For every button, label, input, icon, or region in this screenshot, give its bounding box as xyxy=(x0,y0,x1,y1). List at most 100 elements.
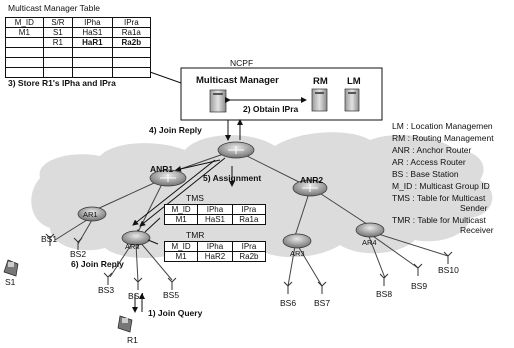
bs3-label: BS3 xyxy=(98,285,115,295)
bs5-antenna-icon xyxy=(167,277,177,290)
mm-cell xyxy=(111,47,152,58)
tms-cell: M1 xyxy=(163,214,199,225)
anr1-label: ANR1 xyxy=(150,164,174,174)
bs10-label: BS10 xyxy=(438,265,459,275)
mm-cell xyxy=(5,67,44,78)
r1-label: R1 xyxy=(127,335,138,345)
lm-server-icon xyxy=(344,88,360,112)
mm-cell xyxy=(72,57,113,68)
rm-server-icon xyxy=(311,88,328,112)
mm-cell: HaR1 xyxy=(72,37,113,48)
tms-label: TMS xyxy=(186,193,204,203)
tms-header: M_ID xyxy=(163,204,199,215)
r1-phone-icon xyxy=(117,315,133,333)
router-anr1-icon xyxy=(149,169,187,187)
tms-header: IPha xyxy=(197,204,233,215)
mm-header-ipra: IPra xyxy=(111,17,152,28)
router-core-icon xyxy=(217,141,255,159)
mm-cell xyxy=(111,67,152,78)
tmr-header: M_ID xyxy=(163,241,199,252)
mm-cell: Ra2b xyxy=(111,37,152,48)
ar2-label: AR2 xyxy=(125,242,140,251)
bs1-antenna-icon xyxy=(45,233,55,246)
mm-cell xyxy=(5,57,44,68)
mm-cell: S1 xyxy=(42,27,74,38)
legend-tms: TMS : Table for Multicast xyxy=(392,193,486,203)
step-store-label: 3) Store R1's IPha and IPra xyxy=(8,78,116,88)
tmr-cell: M1 xyxy=(163,251,199,262)
legend-mid: M_ID : Multicast Group ID xyxy=(392,181,490,191)
legend-tms-sender: Sender xyxy=(460,203,488,213)
router-ar3-icon xyxy=(282,233,312,249)
bs8-antenna-icon xyxy=(379,273,389,286)
rm-label: RM xyxy=(313,76,328,87)
multicast-manager-label: Multicast Manager xyxy=(196,75,279,86)
ar1-label: AR1 xyxy=(83,210,98,219)
tmr-table: M_ID IPha IPra M1 HaR2 Ra2b xyxy=(163,241,267,262)
tmr-label: TMR xyxy=(186,230,205,240)
router-anr2-icon xyxy=(292,179,328,197)
mm-header-mid: M_ID xyxy=(5,17,44,28)
legend-lm: LM : Location Managemen xyxy=(392,121,493,131)
manager-table-title: Multicast Manager Table xyxy=(8,3,100,13)
tmr-header: IPha xyxy=(197,241,233,252)
mm-cell xyxy=(42,47,74,58)
ar4-label: AR4 xyxy=(362,238,377,247)
s1-phone-icon xyxy=(3,259,19,277)
tmr-cell: HaR2 xyxy=(197,251,233,262)
multicast-manager-table: M_ID S/R IPha IPra M1 S1 HaS1 Ra1a R1 Ha… xyxy=(5,17,152,78)
mm-cell xyxy=(111,57,152,68)
legend-ar: AR : Access Router xyxy=(392,157,466,167)
tms-header: IPra xyxy=(231,204,267,215)
tms-table: M_ID IPha IPra M1 HaS1 Ra1a xyxy=(163,204,267,225)
step-join-reply-bottom: 6) Join Reply xyxy=(71,259,124,269)
bs5-label: BS5 xyxy=(163,290,180,300)
ncpf-label: NCPF xyxy=(230,58,254,68)
mm-cell xyxy=(72,67,113,78)
legend-tmr-receiver: Receiver xyxy=(460,225,494,235)
bs10-antenna-icon xyxy=(443,251,453,264)
tms-cell: Ra1a xyxy=(231,214,267,225)
legend-rm: RM : Routing Management xyxy=(392,133,494,143)
bs6-antenna-icon xyxy=(283,281,293,294)
step-join-reply-top: 4) Join Reply xyxy=(149,125,202,135)
mm-cell xyxy=(5,47,44,58)
router-ar4-icon xyxy=(355,222,385,238)
bs6-label: BS6 xyxy=(280,298,297,308)
bs2-antenna-icon xyxy=(73,237,83,250)
step-assignment: 5) Assignment xyxy=(203,173,262,183)
mm-header-sr: S/R xyxy=(42,17,74,28)
bs3-antenna-icon xyxy=(103,272,113,285)
bs9-label: BS9 xyxy=(411,281,428,291)
bs7-label: BS7 xyxy=(314,298,331,308)
s1-label: S1 xyxy=(5,277,16,287)
ar3-label: AR3 xyxy=(290,249,305,258)
bs8-label: BS8 xyxy=(376,289,393,299)
bs9-antenna-icon xyxy=(413,263,423,276)
legend-bs: BS : Base Station xyxy=(392,169,459,179)
lm-label: LM xyxy=(347,76,361,87)
mm-header-ipha: IPha xyxy=(72,17,113,28)
bs1-label: BS1 xyxy=(41,234,58,244)
tms-cell: HaS1 xyxy=(197,214,233,225)
legend-tmr: TMR : Table for Multicast xyxy=(392,215,486,225)
legend-anr: ANR : Anchor Router xyxy=(392,145,472,155)
mm-cell xyxy=(42,57,74,68)
bs2-label: BS2 xyxy=(70,249,87,259)
mm-cell: R1 xyxy=(42,37,74,48)
bs7-antenna-icon xyxy=(317,281,327,294)
multicast-manager-server-icon xyxy=(209,89,227,113)
mm-cell: M1 xyxy=(5,27,44,38)
mm-cell: Ra1a xyxy=(111,27,152,38)
anr2-label: ANR2 xyxy=(300,175,324,185)
tmr-cell: Ra2b xyxy=(231,251,267,262)
step-join-query: 1) Join Query xyxy=(148,308,203,318)
router-ar1-icon xyxy=(77,206,107,222)
router-ar2-icon xyxy=(121,230,151,246)
bs4-antenna-icon xyxy=(133,277,143,290)
mm-cell xyxy=(42,67,74,78)
bs4-label: BS4 xyxy=(128,291,145,301)
tmr-header: IPra xyxy=(231,241,267,252)
mm-cell: HaS1 xyxy=(72,27,113,38)
